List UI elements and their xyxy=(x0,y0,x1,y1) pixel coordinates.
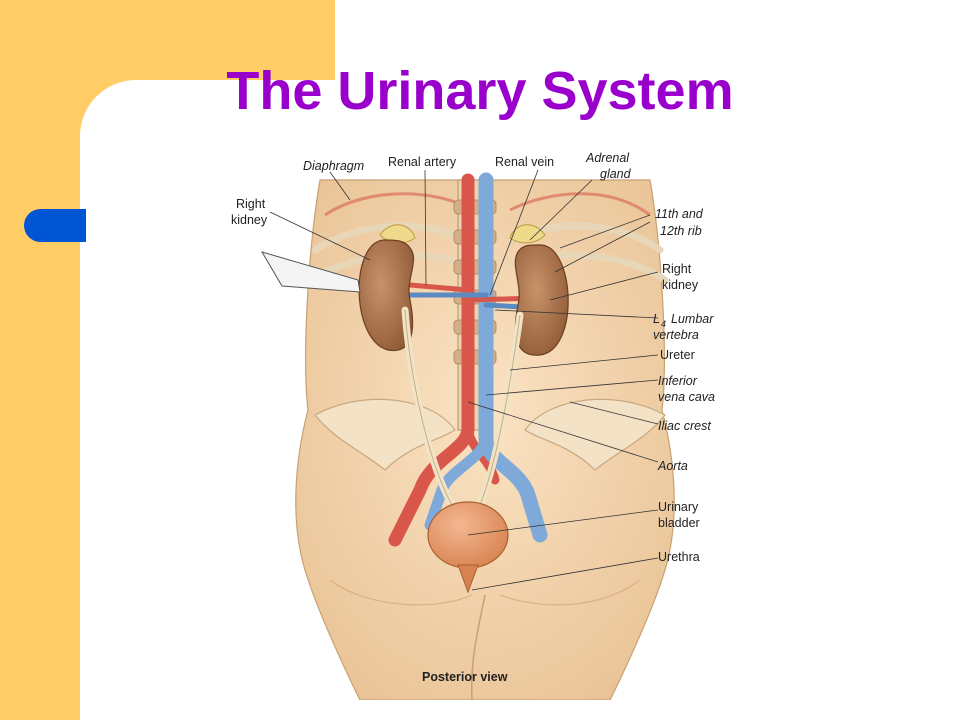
label-ivc-1: Inferior xyxy=(658,374,698,388)
accent-tab xyxy=(24,209,86,242)
kidneys xyxy=(358,239,569,356)
label-urethra: Urethra xyxy=(658,550,700,564)
label-iliac-crest: Iliac crest xyxy=(658,419,711,433)
label-right-kidney-left-1: Right xyxy=(236,197,266,211)
left-frame-strip xyxy=(0,0,80,720)
label-lumbar-1: Lumbar xyxy=(671,312,714,326)
label-lumbar-2: vertebra xyxy=(653,328,699,342)
label-adrenal-gland-1: Adrenal xyxy=(585,151,630,165)
figure-caption: Posterior view xyxy=(422,670,508,684)
label-right-kidney-right-2: kidney xyxy=(662,278,699,292)
label-diaphragm: Diaphragm xyxy=(303,159,364,173)
label-lumbar-l: L xyxy=(653,312,660,326)
label-lumbar-sub: 4 xyxy=(661,319,666,329)
label-renal-artery: Renal artery xyxy=(388,155,457,169)
label-right-kidney-right-1: Right xyxy=(662,262,692,276)
slide-title: The Urinary System xyxy=(226,61,734,121)
label-bladder-2: bladder xyxy=(658,516,700,530)
paper-slip xyxy=(260,251,361,293)
leader-lines xyxy=(269,169,659,591)
label-renal-vein: Renal vein xyxy=(495,155,554,169)
label-right-kidney-left-2: kidney xyxy=(231,213,268,227)
label-ureter: Ureter xyxy=(660,348,695,362)
label-aorta: Aorta xyxy=(657,459,688,473)
diagram-labels: Diaphragm Renal artery Renal vein Adrena… xyxy=(231,151,715,684)
label-ivc-2: vena cava xyxy=(658,390,715,404)
label-rib-1: 11th and xyxy=(655,207,704,221)
top-frame-block xyxy=(0,0,335,80)
label-adrenal-gland-2: gland xyxy=(600,167,632,181)
label-rib-2: 12th rib xyxy=(660,224,702,238)
urinary-system-diagram: Diaphragm Renal artery Renal vein Adrena… xyxy=(231,151,715,700)
label-bladder-1: Urinary xyxy=(658,500,699,514)
